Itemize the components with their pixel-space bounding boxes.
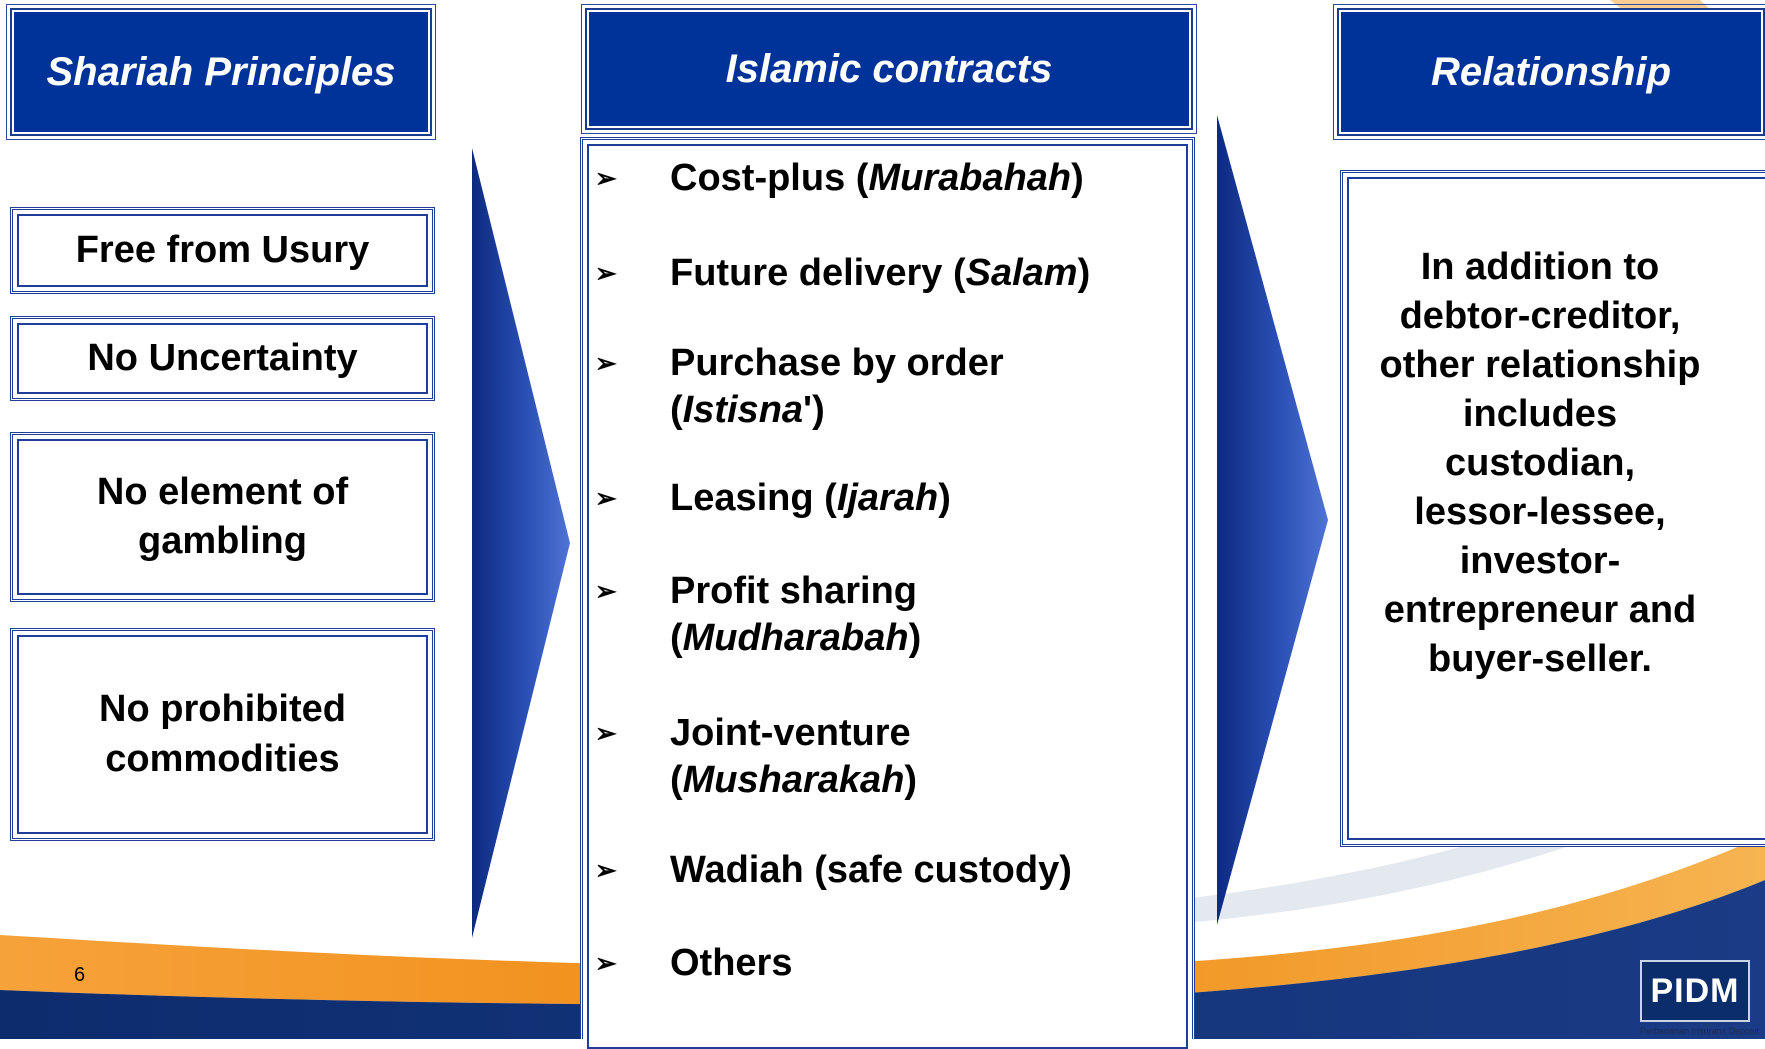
logo-subtitle: Perbadanan Insurans Deposit <box>1640 1026 1760 1036</box>
contract-text: Purchase by order <box>670 342 1004 384</box>
arrow-bullet-icon: ➢ <box>595 718 617 748</box>
contracts-list-box <box>580 137 1195 1049</box>
relationship-line: buyer-seller. <box>1428 638 1652 680</box>
principle-label: Free from Usury <box>75 228 370 271</box>
pidm-logo: PIDM Perbadanan Insurans Deposit <box>1640 960 1765 1039</box>
contract-term: Murabahah <box>868 157 1072 199</box>
page-number: 6 <box>74 964 86 986</box>
contract-text: Leasing ( <box>670 477 837 519</box>
header-relationship-label: Relationship <box>1430 49 1672 94</box>
header-contracts-label: Islamic contracts <box>725 46 1053 91</box>
principle-box-usury: Free from Usury <box>10 207 435 294</box>
relationship-line: In addition to <box>1420 246 1660 288</box>
contract-term: Mudharabah <box>682 617 909 659</box>
principle-label: No prohibited commodities <box>99 688 346 780</box>
arrow-bullet-icon: ➢ <box>595 855 617 885</box>
contract-text-end: ) <box>1071 157 1084 199</box>
contract-text-end: ) <box>938 477 951 519</box>
arrow-bullet-icon: ➢ <box>595 163 617 193</box>
relationship-line: includes <box>1462 393 1618 435</box>
relationship-line: custodian, <box>1444 442 1636 484</box>
contract-text: Wadiah (safe custody) <box>670 849 1072 891</box>
contract-text: Future delivery ( <box>670 252 966 294</box>
arrow-bullet-icon: ➢ <box>595 348 617 378</box>
contract-text-end: ) <box>908 617 922 659</box>
contract-text: ( <box>670 617 683 659</box>
arrow-bullet-icon: ➢ <box>595 576 617 606</box>
principle-box-commodities: No prohibited commodities <box>10 628 435 841</box>
contract-text: Profit sharing <box>670 570 918 612</box>
arrow-bullet-icon: ➢ <box>595 948 617 978</box>
contract-text: Cost-plus ( <box>670 157 869 199</box>
relationship-description: In addition to debtor-creditor, other re… <box>1345 243 1735 684</box>
arrow-bullet-icon: ➢ <box>595 483 617 513</box>
principle-label: No element of gambling <box>96 470 349 562</box>
relationship-line: entrepreneur and <box>1383 589 1697 631</box>
principle-box-uncertainty: No Uncertainty <box>10 316 435 401</box>
relationship-line: investor- <box>1459 540 1621 582</box>
contract-text-end: ) <box>1077 252 1091 294</box>
contract-text: Others <box>670 942 793 984</box>
contract-text: ( <box>670 389 683 431</box>
relationship-box <box>1340 170 1765 847</box>
contract-term: Salam <box>965 252 1078 294</box>
logo-mark: PIDM <box>1640 960 1750 1022</box>
relationship-line: lessor-lessee, <box>1414 491 1666 533</box>
header-islamic-contracts: Islamic contracts <box>581 4 1197 134</box>
contract-text-end: ') <box>803 389 825 431</box>
contract-term: Istisna <box>682 389 804 431</box>
principle-box-gambling: No element of gambling <box>10 432 435 602</box>
flow-arrow-right <box>1217 115 1328 925</box>
contract-term: Ijarah <box>836 477 939 519</box>
flow-arrow-left <box>472 148 570 938</box>
principle-label: No Uncertainty <box>87 336 358 379</box>
contract-text: ( <box>670 759 683 801</box>
relationship-line: other relationship <box>1379 344 1701 386</box>
contract-text: Joint-venture <box>670 712 911 754</box>
header-shariah-principles: Shariah Principles <box>6 4 436 140</box>
relationship-line: debtor-creditor, <box>1399 295 1681 337</box>
header-shariah-label: Shariah Principles <box>46 49 396 94</box>
arrow-bullet-icon: ➢ <box>595 258 617 288</box>
contract-text-end: ) <box>904 759 918 801</box>
contract-term: Musharakah <box>682 759 905 801</box>
header-relationship: Relationship <box>1333 4 1765 140</box>
